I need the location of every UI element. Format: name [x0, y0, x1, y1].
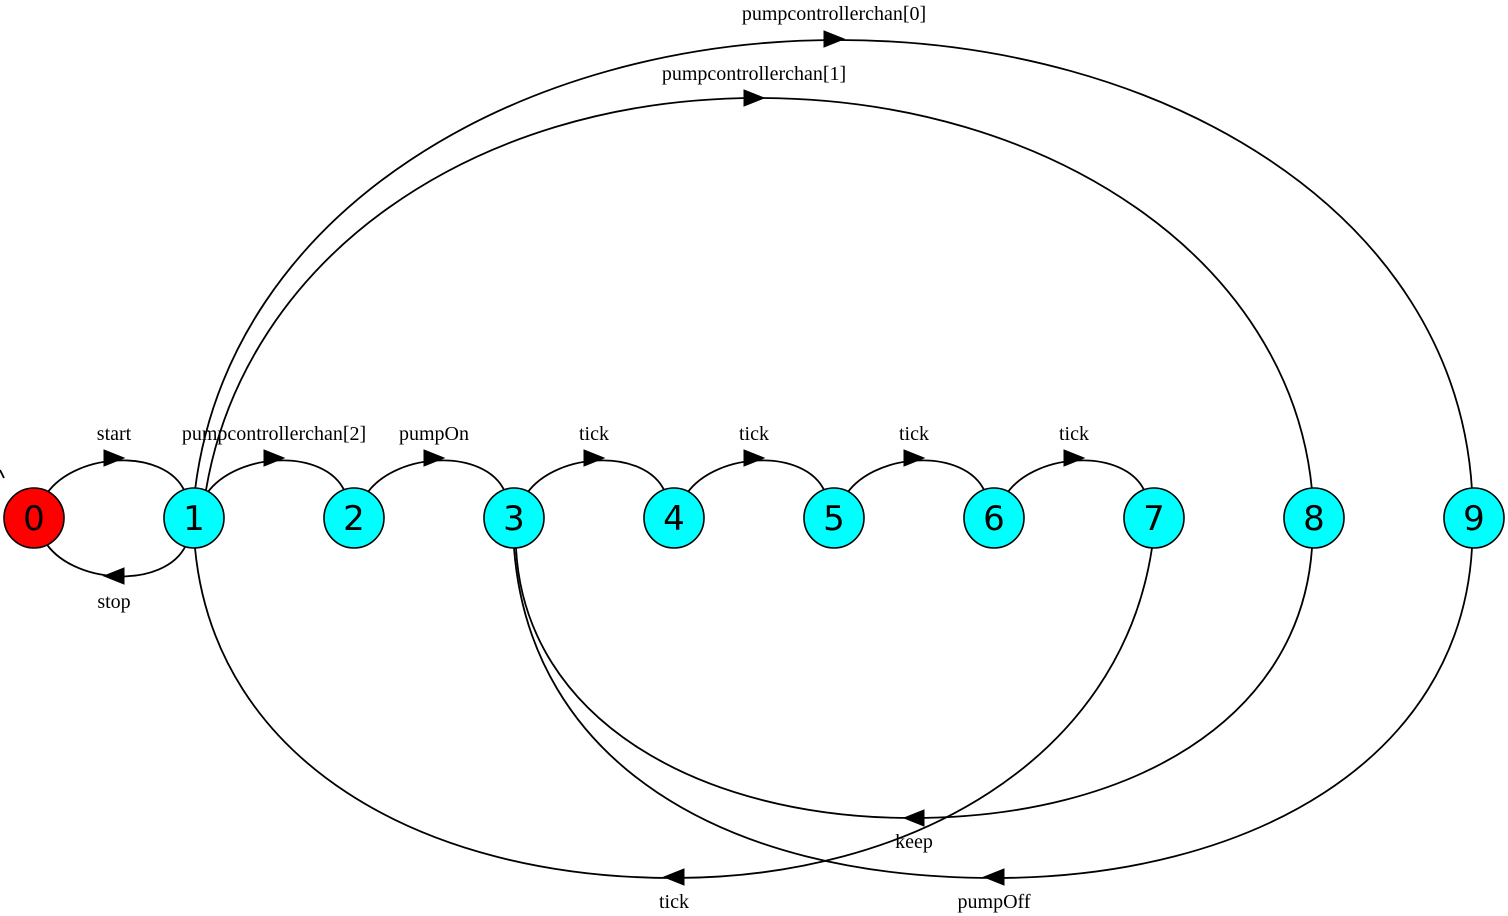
edge-label-tick-3-4: tick [579, 423, 609, 445]
edges: start stop pumpcontrollerchan[2] pumpOn … [0, 3, 1473, 913]
state-node-0-label: 0 [23, 499, 45, 539]
initial-marker [0, 469, 5, 479]
edge-pumpoff [513, 547, 1473, 879]
edge-keep-arrow-icon [902, 809, 925, 827]
state-node-3-label: 3 [503, 499, 525, 539]
edge-pumpcontrollerchan-0 [194, 39, 1473, 491]
state-node-4-label: 4 [663, 499, 685, 539]
state-node-6-label: 6 [983, 499, 1005, 539]
edge-label-pumpoff: pumpOff [958, 891, 1031, 913]
edge-label-keep: keep [895, 831, 933, 853]
state-node-9[interactable]: 9 [1443, 487, 1505, 549]
edge-tick-3-4 [523, 459, 666, 499]
state-node-0[interactable]: 0 [3, 487, 65, 549]
edge-tick-3-4-arrow-icon [583, 449, 606, 467]
state-node-7-label: 7 [1143, 499, 1165, 539]
edge-tick-4-5-arrow-icon [743, 449, 766, 467]
edge-start-arrow-icon [103, 449, 126, 467]
state-node-5[interactable]: 5 [803, 487, 865, 549]
state-node-3[interactable]: 3 [483, 487, 545, 549]
state-node-8[interactable]: 8 [1283, 487, 1345, 549]
state-node-6[interactable]: 6 [963, 487, 1025, 549]
edge-label-tick-4-5: tick [739, 423, 769, 445]
edge-tick-7-1-arrow-icon [662, 868, 685, 886]
edge-tick-7-1 [194, 547, 1153, 879]
state-node-9-label: 9 [1463, 499, 1485, 539]
edge-stop-arrow-icon [102, 567, 125, 585]
edge-label-pumpon: pumpOn [399, 423, 469, 445]
edge-label-stop: stop [97, 591, 130, 613]
edge-label-pumpcontrollerchan-0: pumpcontrollerchan[0] [742, 3, 926, 25]
edge-pumpon [363, 459, 506, 499]
state-node-2[interactable]: 2 [323, 487, 385, 549]
edge-pumpcontrollerchan-2 [203, 459, 346, 499]
edge-tick-5-6-arrow-icon [903, 449, 926, 467]
nodes: 0 1 2 3 4 5 6 7 [3, 487, 1505, 549]
state-node-5-label: 5 [823, 499, 845, 539]
edge-pumpon-arrow-icon [423, 449, 446, 467]
edge-label-tick-5-6: tick [899, 423, 929, 445]
state-node-4[interactable]: 4 [643, 487, 705, 549]
edge-pumpcontrollerchan-1-arrow-icon [743, 89, 766, 107]
edge-pumpoff-arrow-icon [982, 868, 1005, 886]
state-node-1[interactable]: 1 [163, 487, 225, 549]
edge-tick-6-7-arrow-icon [1063, 449, 1086, 467]
state-node-1-label: 1 [183, 499, 205, 539]
edge-label-pumpcontrollerchan-1: pumpcontrollerchan[1] [662, 63, 846, 85]
edge-label-start: start [97, 423, 132, 445]
state-node-2-label: 2 [343, 499, 365, 539]
edge-start [43, 459, 186, 499]
edge-stop [43, 539, 187, 578]
state-node-7[interactable]: 7 [1123, 487, 1185, 549]
edge-label-pumpcontrollerchan-2: pumpcontrollerchan[2] [182, 423, 366, 445]
edge-pumpcontrollerchan-0-arrow-icon [823, 30, 846, 48]
state-node-8-label: 8 [1303, 499, 1325, 539]
edge-tick-5-6 [843, 459, 986, 499]
edge-tick-6-7 [1003, 459, 1146, 499]
edge-label-tick-6-7: tick [1059, 423, 1089, 445]
edge-tick-4-5 [683, 459, 826, 499]
edge-label-tick-7-1: tick [659, 891, 689, 913]
edge-pumpcontrollerchan-2-arrow-icon [263, 449, 286, 467]
